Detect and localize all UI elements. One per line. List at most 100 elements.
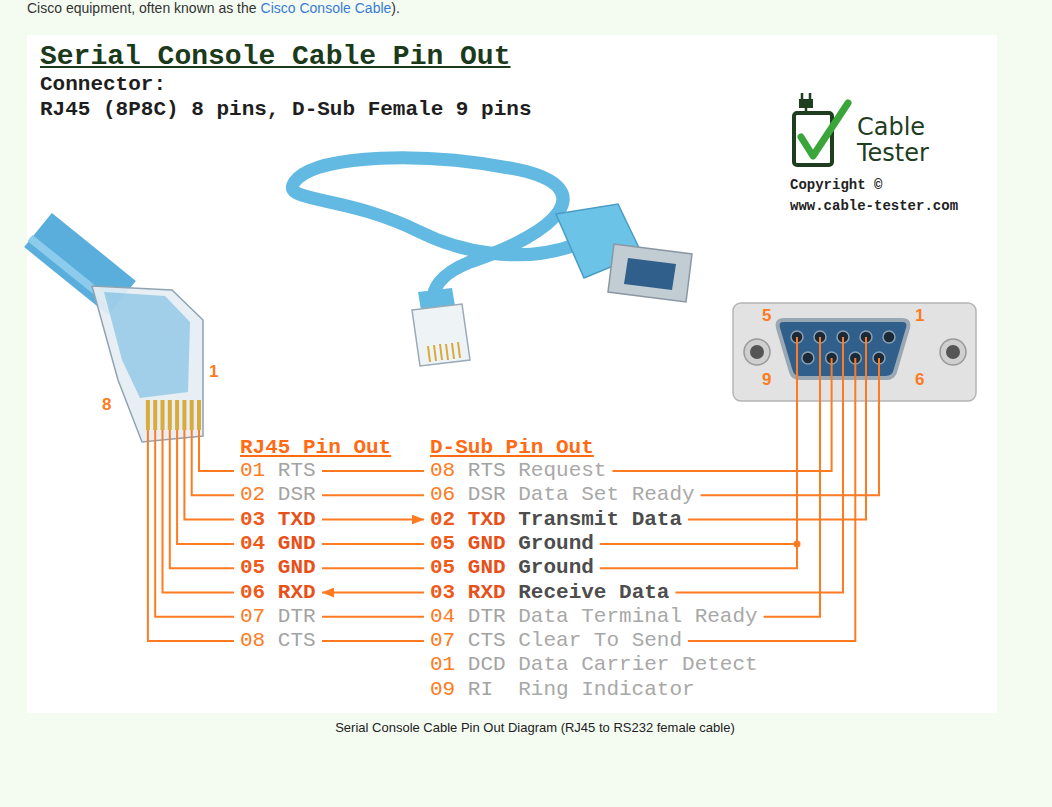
dsub-pin-entry: 08RTSRequest xyxy=(424,460,612,482)
signal-name: DCD xyxy=(468,654,506,676)
pin-number: 03 xyxy=(240,509,265,531)
dsub-pin-entry: 03RXDReceive Data xyxy=(424,582,675,604)
pin-hole xyxy=(814,331,826,343)
signal-name: DTR xyxy=(468,606,506,628)
dsub-pin-entry: 09RIRing Indicator xyxy=(424,679,701,701)
pin-wire xyxy=(612,358,831,471)
dsub-face xyxy=(778,320,909,378)
pin-number: 06 xyxy=(430,484,455,506)
dsub-pin-entry: 05GNDGround xyxy=(424,557,600,579)
screw-hole-inner xyxy=(750,345,764,359)
plug-boot xyxy=(418,288,456,316)
pin-hole xyxy=(873,352,885,364)
rj45-pin-entry: 05GND xyxy=(234,557,322,579)
plug-contacts xyxy=(428,342,460,362)
rj45-pin-entry: 07DTR xyxy=(234,606,322,628)
screw-hole xyxy=(940,339,966,365)
signal-description: Data Set Ready xyxy=(518,484,694,506)
intro-text: ). xyxy=(391,0,400,16)
signal-description: Clear To Send xyxy=(518,630,682,652)
pin-number: 07 xyxy=(430,630,455,652)
rj45-plug xyxy=(30,230,203,442)
pin-hole xyxy=(860,331,872,343)
signal-description: Ground xyxy=(518,533,594,555)
pin-connection xyxy=(322,640,424,642)
signal-name: DSR xyxy=(278,484,316,506)
pin-number: 08 xyxy=(240,630,265,652)
pin-connection xyxy=(322,519,424,521)
plug-contact xyxy=(197,400,201,430)
signal-name: RXD xyxy=(278,582,316,604)
cable-highlight xyxy=(30,238,112,304)
db9-hood xyxy=(556,204,642,278)
pin-number: 05 xyxy=(240,557,265,579)
pin-connection xyxy=(322,616,424,618)
pin-wire xyxy=(701,358,879,495)
pin-wire xyxy=(688,337,866,520)
junction-dot xyxy=(794,540,801,547)
intro-text: Cisco equipment, often known as the xyxy=(27,0,257,16)
column-heading: D-Sub Pin Out xyxy=(430,436,594,460)
plug-contact xyxy=(168,400,172,430)
rj45-pin-entry: 03 TXD xyxy=(234,509,322,531)
rj45-pin-entry: 01RTS xyxy=(234,460,322,482)
pin-number: 6 xyxy=(913,370,926,390)
signal-name: TXD xyxy=(468,509,506,531)
pin-wire xyxy=(184,430,234,520)
pin-hole xyxy=(883,331,895,343)
plug-contact xyxy=(146,400,150,430)
flat-cable xyxy=(292,158,572,306)
screw-hole xyxy=(744,339,770,365)
pin-number: 8 xyxy=(102,395,111,415)
signal-description: Request xyxy=(518,460,606,482)
pin-wire xyxy=(170,430,234,568)
dsub-pin-entry: 05 GND Ground xyxy=(424,533,600,555)
pin-number: 05 xyxy=(430,533,455,555)
pin-connection xyxy=(322,567,424,569)
pin-number: 9 xyxy=(760,370,773,390)
plug-body xyxy=(92,286,203,442)
pin-number: 06 xyxy=(240,582,265,604)
logo-plug xyxy=(799,99,813,108)
connector-label: Connector: xyxy=(40,73,166,97)
dsub-connector xyxy=(733,303,976,401)
rj45-pin-entry: 04GND xyxy=(234,533,322,555)
column-heading: RJ45 Pin Out xyxy=(240,436,391,460)
pin-number: 05 xyxy=(430,557,455,579)
pin-hole xyxy=(849,352,861,364)
logo-plug-pins xyxy=(802,93,810,113)
pin-number: 07 xyxy=(240,606,265,628)
signal-name: RTS xyxy=(468,460,506,482)
pin-wire xyxy=(192,430,234,495)
pin-wire xyxy=(155,430,234,617)
db9-shell xyxy=(608,244,692,302)
pin-number: 09 xyxy=(430,679,455,701)
db9-insert xyxy=(624,258,676,290)
logo-check xyxy=(801,103,848,156)
dsub-pin-entry: 07 CTS Clear To Send xyxy=(424,630,688,652)
signal-description: Ground xyxy=(518,557,594,579)
pin-number: 01 xyxy=(430,654,455,676)
signal-description: Transmit Data xyxy=(518,509,682,531)
signal-name: DSR xyxy=(468,484,506,506)
pin-wire xyxy=(163,430,235,593)
rj45-pin-entry: 02DSR xyxy=(234,484,322,506)
pin-wire xyxy=(675,337,843,593)
signal-description: Data Carrier Detect xyxy=(518,654,757,676)
plug-contact xyxy=(175,400,179,430)
pin-connection xyxy=(322,470,424,472)
copyright-note: Copyright © xyxy=(790,177,882,193)
dsub-pin-entry: 06 DSR Data Set Ready xyxy=(424,484,701,506)
diagram-title: Serial Console Cable Pin Out xyxy=(40,41,510,73)
plug-contact xyxy=(190,400,194,430)
pin-number: 02 xyxy=(430,509,455,531)
signal-name: TXD xyxy=(278,509,316,531)
connector-spec: RJ45 (8P8C) 8 pins, D-Sub Female 9 pins xyxy=(40,98,531,122)
figure-caption: Serial Console Cable Pin Out Diagram (RJ… xyxy=(335,721,735,736)
dsub-pin-entry: 04DTRData Terminal Ready xyxy=(424,606,764,628)
signal-name: RXD xyxy=(468,582,506,604)
signal-name: GND xyxy=(468,533,506,555)
pin-number: 04 xyxy=(430,606,455,628)
signal-name: CTS xyxy=(468,630,506,652)
logo-text: Cable xyxy=(857,114,925,142)
